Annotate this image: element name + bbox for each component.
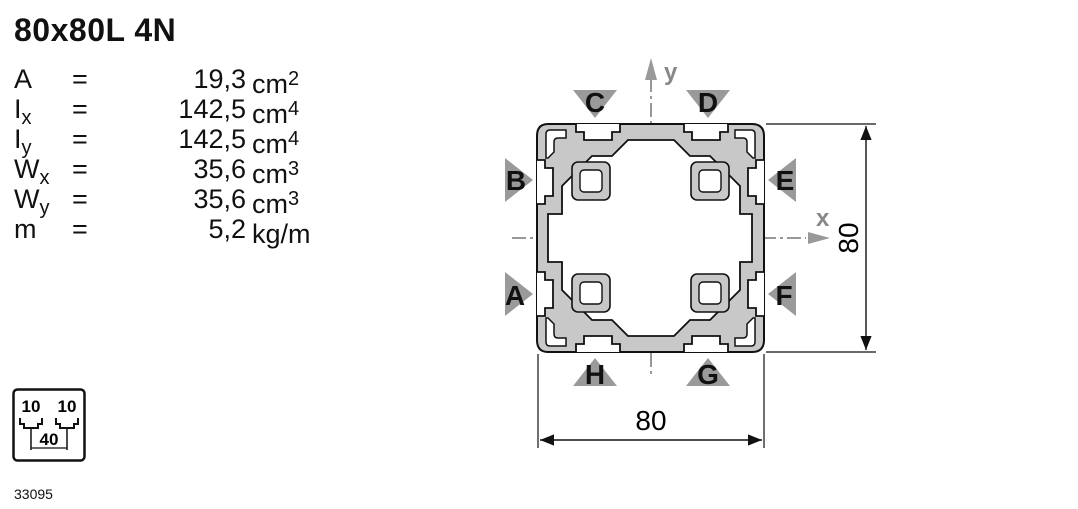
slot-f-marker-icon: [768, 272, 796, 316]
slot-label-g: G: [697, 359, 719, 390]
x-axis-arrow-icon: [808, 232, 830, 244]
slot-label-e: E: [776, 165, 795, 196]
y-axis-label: y: [664, 59, 678, 86]
slot-label-d: D: [698, 87, 718, 118]
x-axis-label: x: [816, 205, 830, 232]
slot-left-label: 10: [22, 397, 41, 416]
slot-b-marker-icon: [505, 158, 533, 202]
slot-d-marker-icon: [686, 90, 730, 118]
slot-a-marker-icon: [505, 272, 533, 316]
slot-g-marker-icon: [686, 358, 730, 386]
slot-c-marker-icon: [573, 90, 617, 118]
slot-markers: [505, 90, 796, 386]
slot-h-marker-icon: [573, 358, 617, 386]
drawing-code: 33095: [14, 486, 53, 502]
slot-e-marker-icon: [768, 158, 796, 202]
slot-center-label: 40: [40, 430, 59, 449]
slot-size-icon: 10 10 40: [12, 388, 86, 462]
profile-title: 80x80L 4N: [14, 12, 177, 48]
slot-label-b: B: [506, 165, 526, 196]
slot-label-c: C: [585, 87, 605, 118]
y-axis-arrow-icon: [645, 58, 657, 80]
slot-label-f: F: [775, 280, 792, 311]
width-dimension-label: 80: [635, 405, 666, 436]
slot-label-h: H: [585, 359, 605, 390]
height-dimension-label: 80: [833, 222, 864, 253]
slot-label-a: A: [505, 280, 525, 311]
slot-right-label: 10: [58, 397, 77, 416]
profile-cross-section: [536, 123, 765, 353]
